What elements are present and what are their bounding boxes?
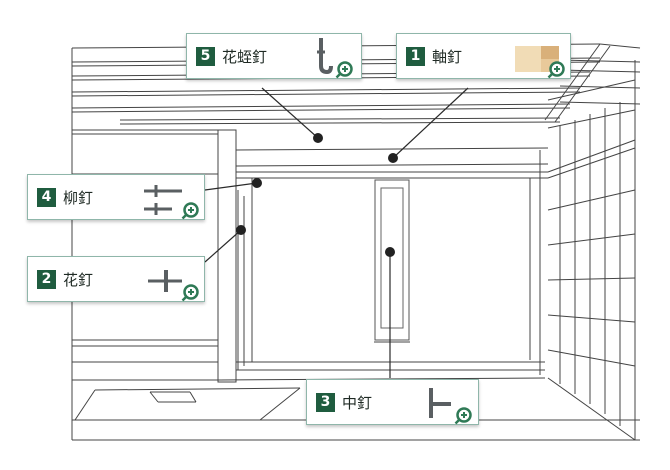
callout-label: 柳釘 [63, 189, 94, 207]
hook-nail-icon [317, 38, 333, 75]
nail-point-4 [252, 178, 262, 188]
callout-naka-kugi[interactable]: 3 中釘 [306, 379, 479, 425]
leader-line-5 [261, 87, 319, 139]
shoji-screen [547, 60, 636, 441]
zoom-icon[interactable] [181, 284, 199, 302]
flower-nail-icon [148, 270, 182, 292]
callout-jiku-kugi[interactable]: 1 軸釘 [396, 33, 571, 79]
callout-number: 2 [37, 270, 56, 289]
callout-number: 1 [406, 47, 425, 66]
leader-line-2 [204, 229, 242, 263]
callout-hanahiru-kugi[interactable]: 5 花蛭釘 [186, 33, 362, 79]
middle-nail-icon [429, 388, 451, 418]
nail-point-2 [236, 225, 246, 235]
callout-hana-kugi[interactable]: 2 花釘 [27, 256, 205, 302]
nail-point-5 [313, 133, 323, 143]
leader-line-4 [204, 182, 258, 191]
zoom-icon[interactable] [335, 61, 353, 79]
leader-lines [204, 87, 469, 378]
callout-number: 5 [196, 47, 215, 66]
nail-point-1 [388, 153, 398, 163]
leader-line-1 [392, 87, 469, 159]
nail-point-3 [385, 247, 395, 257]
willow-nail-icon [144, 185, 182, 215]
zoom-icon[interactable] [454, 407, 472, 425]
callout-label: 花釘 [63, 271, 94, 289]
callout-number: 4 [37, 188, 56, 207]
zoom-icon[interactable] [181, 202, 199, 220]
callout-label: 花蛭釘 [222, 48, 268, 66]
callout-yanagi-kugi[interactable]: 4 柳釘 [27, 174, 205, 220]
wood-swatch-icon [515, 46, 559, 72]
callout-number: 3 [316, 393, 335, 412]
callout-label: 軸釘 [432, 48, 463, 66]
callout-label: 中釘 [342, 394, 373, 412]
zoom-icon[interactable] [547, 61, 565, 79]
